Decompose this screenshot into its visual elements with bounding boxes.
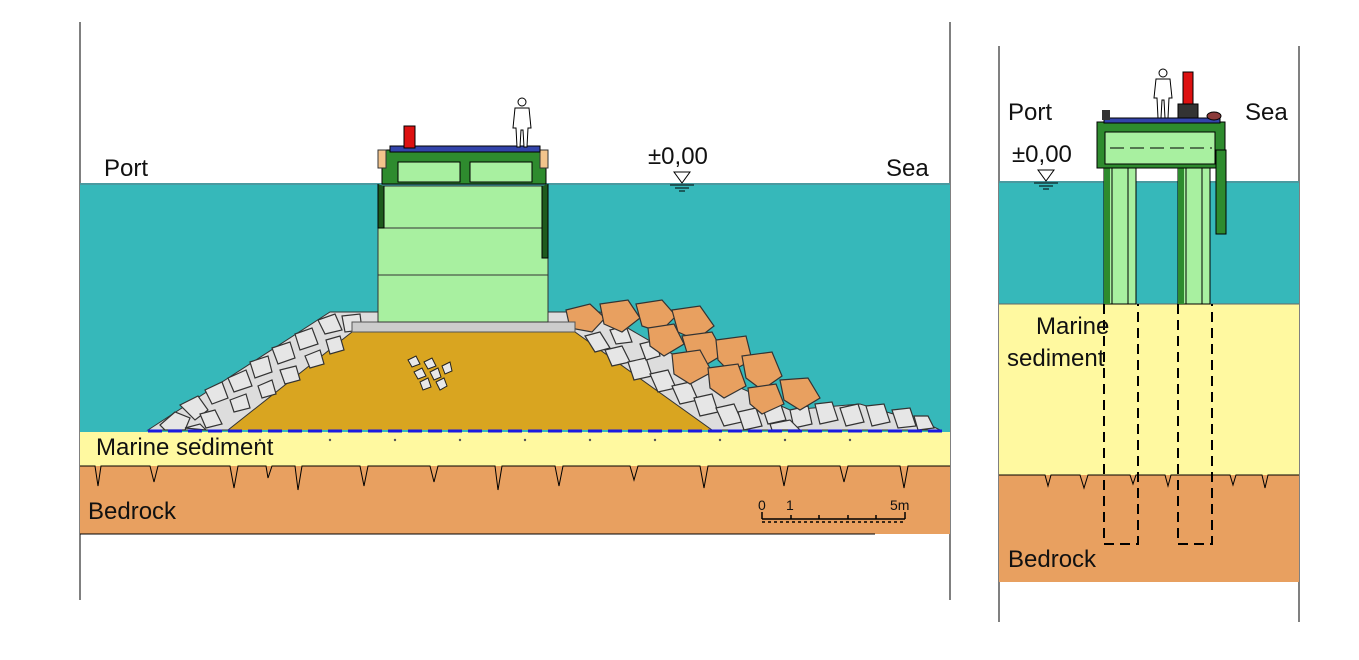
right-label-water-level: ±0,00 xyxy=(1012,141,1072,168)
right-label-port: Port xyxy=(1008,99,1052,126)
right-pile-2 xyxy=(1177,167,1213,545)
left-deck-chamber-2 xyxy=(469,161,533,183)
right-deck-top xyxy=(1103,117,1221,124)
right-edge-post xyxy=(1102,110,1110,120)
left-fender-sea xyxy=(539,149,549,169)
left-armour-rock-blocks xyxy=(565,299,821,415)
right-bollard-base xyxy=(1177,103,1199,119)
left-sediment-dots xyxy=(198,438,852,442)
left-marine-sediment-layer xyxy=(80,432,950,466)
right-fender-sea xyxy=(1215,149,1227,235)
left-label-port: Port xyxy=(104,155,148,182)
left-deck-chamber-1 xyxy=(397,161,461,183)
left-caisson xyxy=(377,185,549,323)
right-label-marine: Marine xyxy=(1036,313,1109,340)
left-bedding-layer xyxy=(351,321,576,333)
left-label-sea: Sea xyxy=(886,155,929,182)
left-section-gravity-caisson: Port Sea ±0,00 Marine sediment Bedrock 0… xyxy=(79,22,951,600)
right-bedrock-top-line xyxy=(999,474,1299,490)
right-pile-1 xyxy=(1103,167,1139,545)
left-person-figure xyxy=(512,97,532,148)
left-label-water-level: ±0,00 xyxy=(648,143,708,170)
right-marine-sediment-layer xyxy=(999,304,1299,475)
left-label-marine-sediment: Marine sediment xyxy=(96,434,274,461)
left-wall-port xyxy=(377,184,385,229)
left-water-level-symbol xyxy=(670,171,694,192)
right-sea-water xyxy=(999,182,1299,304)
left-core-stone-fragments xyxy=(407,355,453,391)
scale-label-1: 1 xyxy=(786,497,794,513)
right-section-pile-pier: Port Sea ±0,00 Marine sediment Bedrock xyxy=(998,46,1300,622)
right-mooring-ring xyxy=(1206,111,1222,121)
right-bollard xyxy=(1182,71,1194,107)
right-person-figure xyxy=(1153,68,1173,119)
right-label-sea: Sea xyxy=(1245,99,1288,126)
right-water-level-symbol xyxy=(1034,169,1058,190)
left-wall-sea xyxy=(541,184,549,259)
left-scale-bar xyxy=(761,512,906,523)
left-core-fill xyxy=(228,332,712,430)
left-bollard xyxy=(403,125,416,149)
left-label-bedrock: Bedrock xyxy=(88,498,177,525)
right-label-sediment: sediment xyxy=(1007,345,1105,372)
left-deck-top xyxy=(389,145,541,153)
scale-label-0: 0 xyxy=(758,497,766,513)
left-bedrock-layer xyxy=(80,466,950,534)
left-bedrock-top-line xyxy=(80,465,950,491)
left-fender-port xyxy=(377,149,387,169)
left-rubble-stones xyxy=(159,313,935,431)
scale-label-5m: 5m xyxy=(890,497,909,513)
right-label-bedrock: Bedrock xyxy=(1008,546,1097,573)
right-bedrock-layer xyxy=(999,475,1299,582)
